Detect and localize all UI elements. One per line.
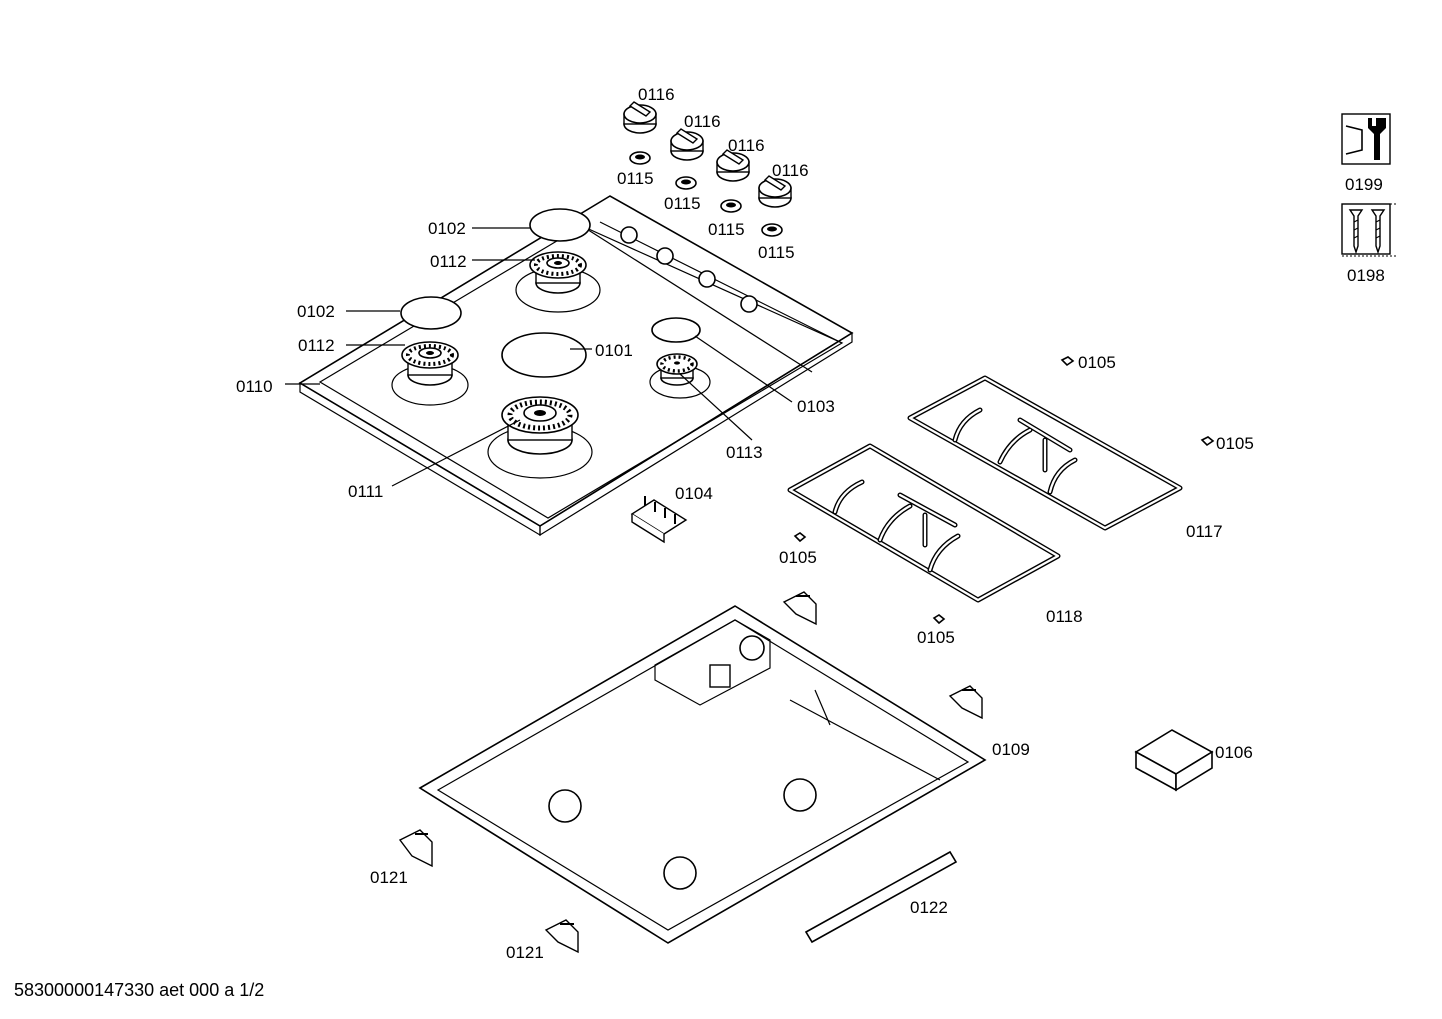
label-0116: 0116 — [684, 112, 721, 131]
label-0115: 0115 — [664, 194, 701, 213]
label-0122: 0122 — [910, 898, 948, 917]
label-0112: 0112 — [298, 336, 335, 355]
label-0111: 0111 — [348, 482, 383, 501]
label-0115: 0115 — [617, 169, 654, 188]
label-0109: 0109 — [992, 740, 1030, 759]
label-0106: 0106 — [1215, 743, 1253, 762]
burner-medium-left — [401, 341, 459, 386]
pan-support-front — [787, 443, 1061, 603]
screws-icon — [1341, 203, 1398, 257]
label-0121: 0121 — [370, 868, 408, 887]
knob-seals — [629, 151, 783, 237]
pan-support-rear — [907, 375, 1183, 531]
fixing-clips — [398, 591, 983, 954]
part-labels: 0116 0116 0116 0116 0115 0115 0115 0115 … — [236, 85, 1385, 962]
label-0102: 0102 — [428, 219, 466, 238]
base-tray — [418, 605, 987, 944]
label-0112: 0112 — [430, 252, 467, 271]
label-0105: 0105 — [779, 548, 817, 567]
wrench-icon — [1341, 113, 1391, 165]
label-0105: 0105 — [1216, 434, 1254, 453]
label-0116: 0116 — [638, 85, 675, 104]
document-reference: 58300000147330 aet 000 a 1/2 — [14, 980, 265, 1000]
label-0117: 0117 — [1186, 522, 1223, 541]
label-0116: 0116 — [772, 161, 809, 180]
label-0198: 0198 — [1347, 266, 1385, 285]
leader-lines — [285, 227, 793, 487]
seal-strip — [804, 850, 958, 944]
label-0101: 0101 — [595, 341, 633, 360]
burner-medium-rear — [529, 251, 587, 294]
label-0102: 0102 — [297, 302, 335, 321]
control-knobs — [623, 101, 792, 208]
burner-small — [656, 353, 698, 386]
label-0121: 0121 — [506, 943, 544, 962]
label-0118: 0118 — [1046, 607, 1083, 626]
label-0116: 0116 — [728, 136, 765, 155]
label-0115: 0115 — [758, 243, 795, 262]
burner-large — [501, 396, 579, 455]
label-0105: 0105 — [917, 628, 955, 647]
label-0199: 0199 — [1345, 175, 1383, 194]
ignition-bracket — [630, 496, 688, 544]
label-0103: 0103 — [797, 397, 835, 416]
label-0105: 0105 — [1078, 353, 1116, 372]
burner-caps — [400, 208, 701, 378]
connection-box — [1134, 729, 1214, 792]
label-0104: 0104 — [675, 484, 713, 503]
label-0113: 0113 — [726, 443, 763, 462]
label-0115: 0115 — [708, 220, 745, 239]
label-0110: 0110 — [236, 377, 273, 396]
rubber-feet — [793, 356, 1215, 625]
